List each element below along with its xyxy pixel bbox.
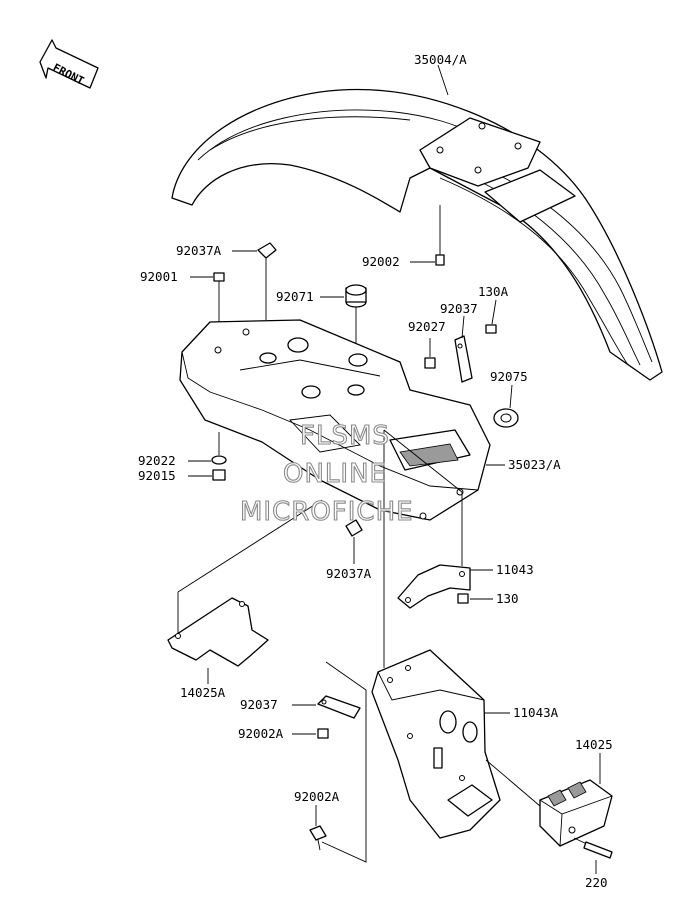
label-35023a: 35023/A bbox=[508, 457, 561, 472]
clip-92037a-bottom: 92037A bbox=[326, 519, 372, 581]
label-11043: 11043 bbox=[496, 562, 534, 577]
bracket-11043: 11043 bbox=[397, 492, 534, 609]
label-92022: 92022 bbox=[138, 453, 176, 468]
clip-92037a-top: 92037A bbox=[176, 242, 277, 320]
label-11043a: 11043A bbox=[513, 705, 559, 720]
front-direction-arrow: FRONT bbox=[39, 39, 99, 89]
label-92071: 92071 bbox=[276, 289, 314, 304]
flap-housing-35023: 35023/A bbox=[179, 319, 561, 521]
watermark-line2: ONLINE bbox=[283, 459, 387, 489]
label-92002a-1: 92002A bbox=[238, 726, 284, 741]
label-92037a-top: 92037A bbox=[176, 243, 222, 258]
label-130: 130 bbox=[496, 591, 519, 606]
label-92075: 92075 bbox=[490, 369, 528, 384]
nut-92027: 92027 bbox=[408, 319, 446, 369]
bolt-92002a-1: 92002A bbox=[238, 726, 329, 741]
grommet-92075: 92075 bbox=[490, 369, 528, 428]
strap-92037-top: 92037 bbox=[440, 301, 478, 383]
label-92037a-bottom: 92037A bbox=[326, 566, 372, 581]
label-35004a: 35004/A bbox=[414, 52, 467, 67]
label-220: 220 bbox=[585, 875, 608, 890]
screw-130a: 130A bbox=[478, 284, 509, 334]
screw-220: 220 bbox=[573, 837, 613, 890]
label-130a: 130A bbox=[478, 284, 509, 299]
bolt-92001: 92001 bbox=[140, 269, 225, 348]
washer-92022: 92022 bbox=[138, 453, 227, 468]
bolt-92002a-2: 92002A bbox=[294, 789, 340, 851]
label-14025a: 14025A bbox=[180, 685, 226, 700]
watermark: FLSMS ONLINE MICROFICHE bbox=[239, 420, 414, 527]
label-14025: 14025 bbox=[575, 737, 613, 752]
screw-130: 130 bbox=[457, 591, 519, 606]
label-92037-bottom: 92037 bbox=[240, 697, 278, 712]
grommet-92071: 92071 bbox=[276, 284, 367, 360]
label-92002-top: 92002 bbox=[362, 254, 400, 269]
label-92027: 92027 bbox=[408, 319, 446, 334]
label-92002a-2: 92002A bbox=[294, 789, 340, 804]
bolt-92002: 92002 bbox=[362, 205, 445, 269]
label-92001: 92001 bbox=[140, 269, 178, 284]
cover-14025a: 14025A bbox=[167, 499, 323, 700]
nut-92015: 92015 bbox=[138, 432, 226, 483]
label-92015: 92015 bbox=[138, 468, 176, 483]
reflector-14025: 14025 bbox=[485, 737, 613, 847]
watermark-line1: FLSMS bbox=[300, 421, 390, 451]
bracket-11043a: 11043A bbox=[371, 429, 559, 839]
strap-92037-bottom: 92037 bbox=[240, 695, 361, 719]
label-92037-top: 92037 bbox=[440, 301, 478, 316]
rear-fender-35004: 35004/A bbox=[171, 52, 663, 381]
connector-lines bbox=[321, 661, 367, 863]
watermark-line3: MICROFICHE bbox=[240, 497, 414, 527]
